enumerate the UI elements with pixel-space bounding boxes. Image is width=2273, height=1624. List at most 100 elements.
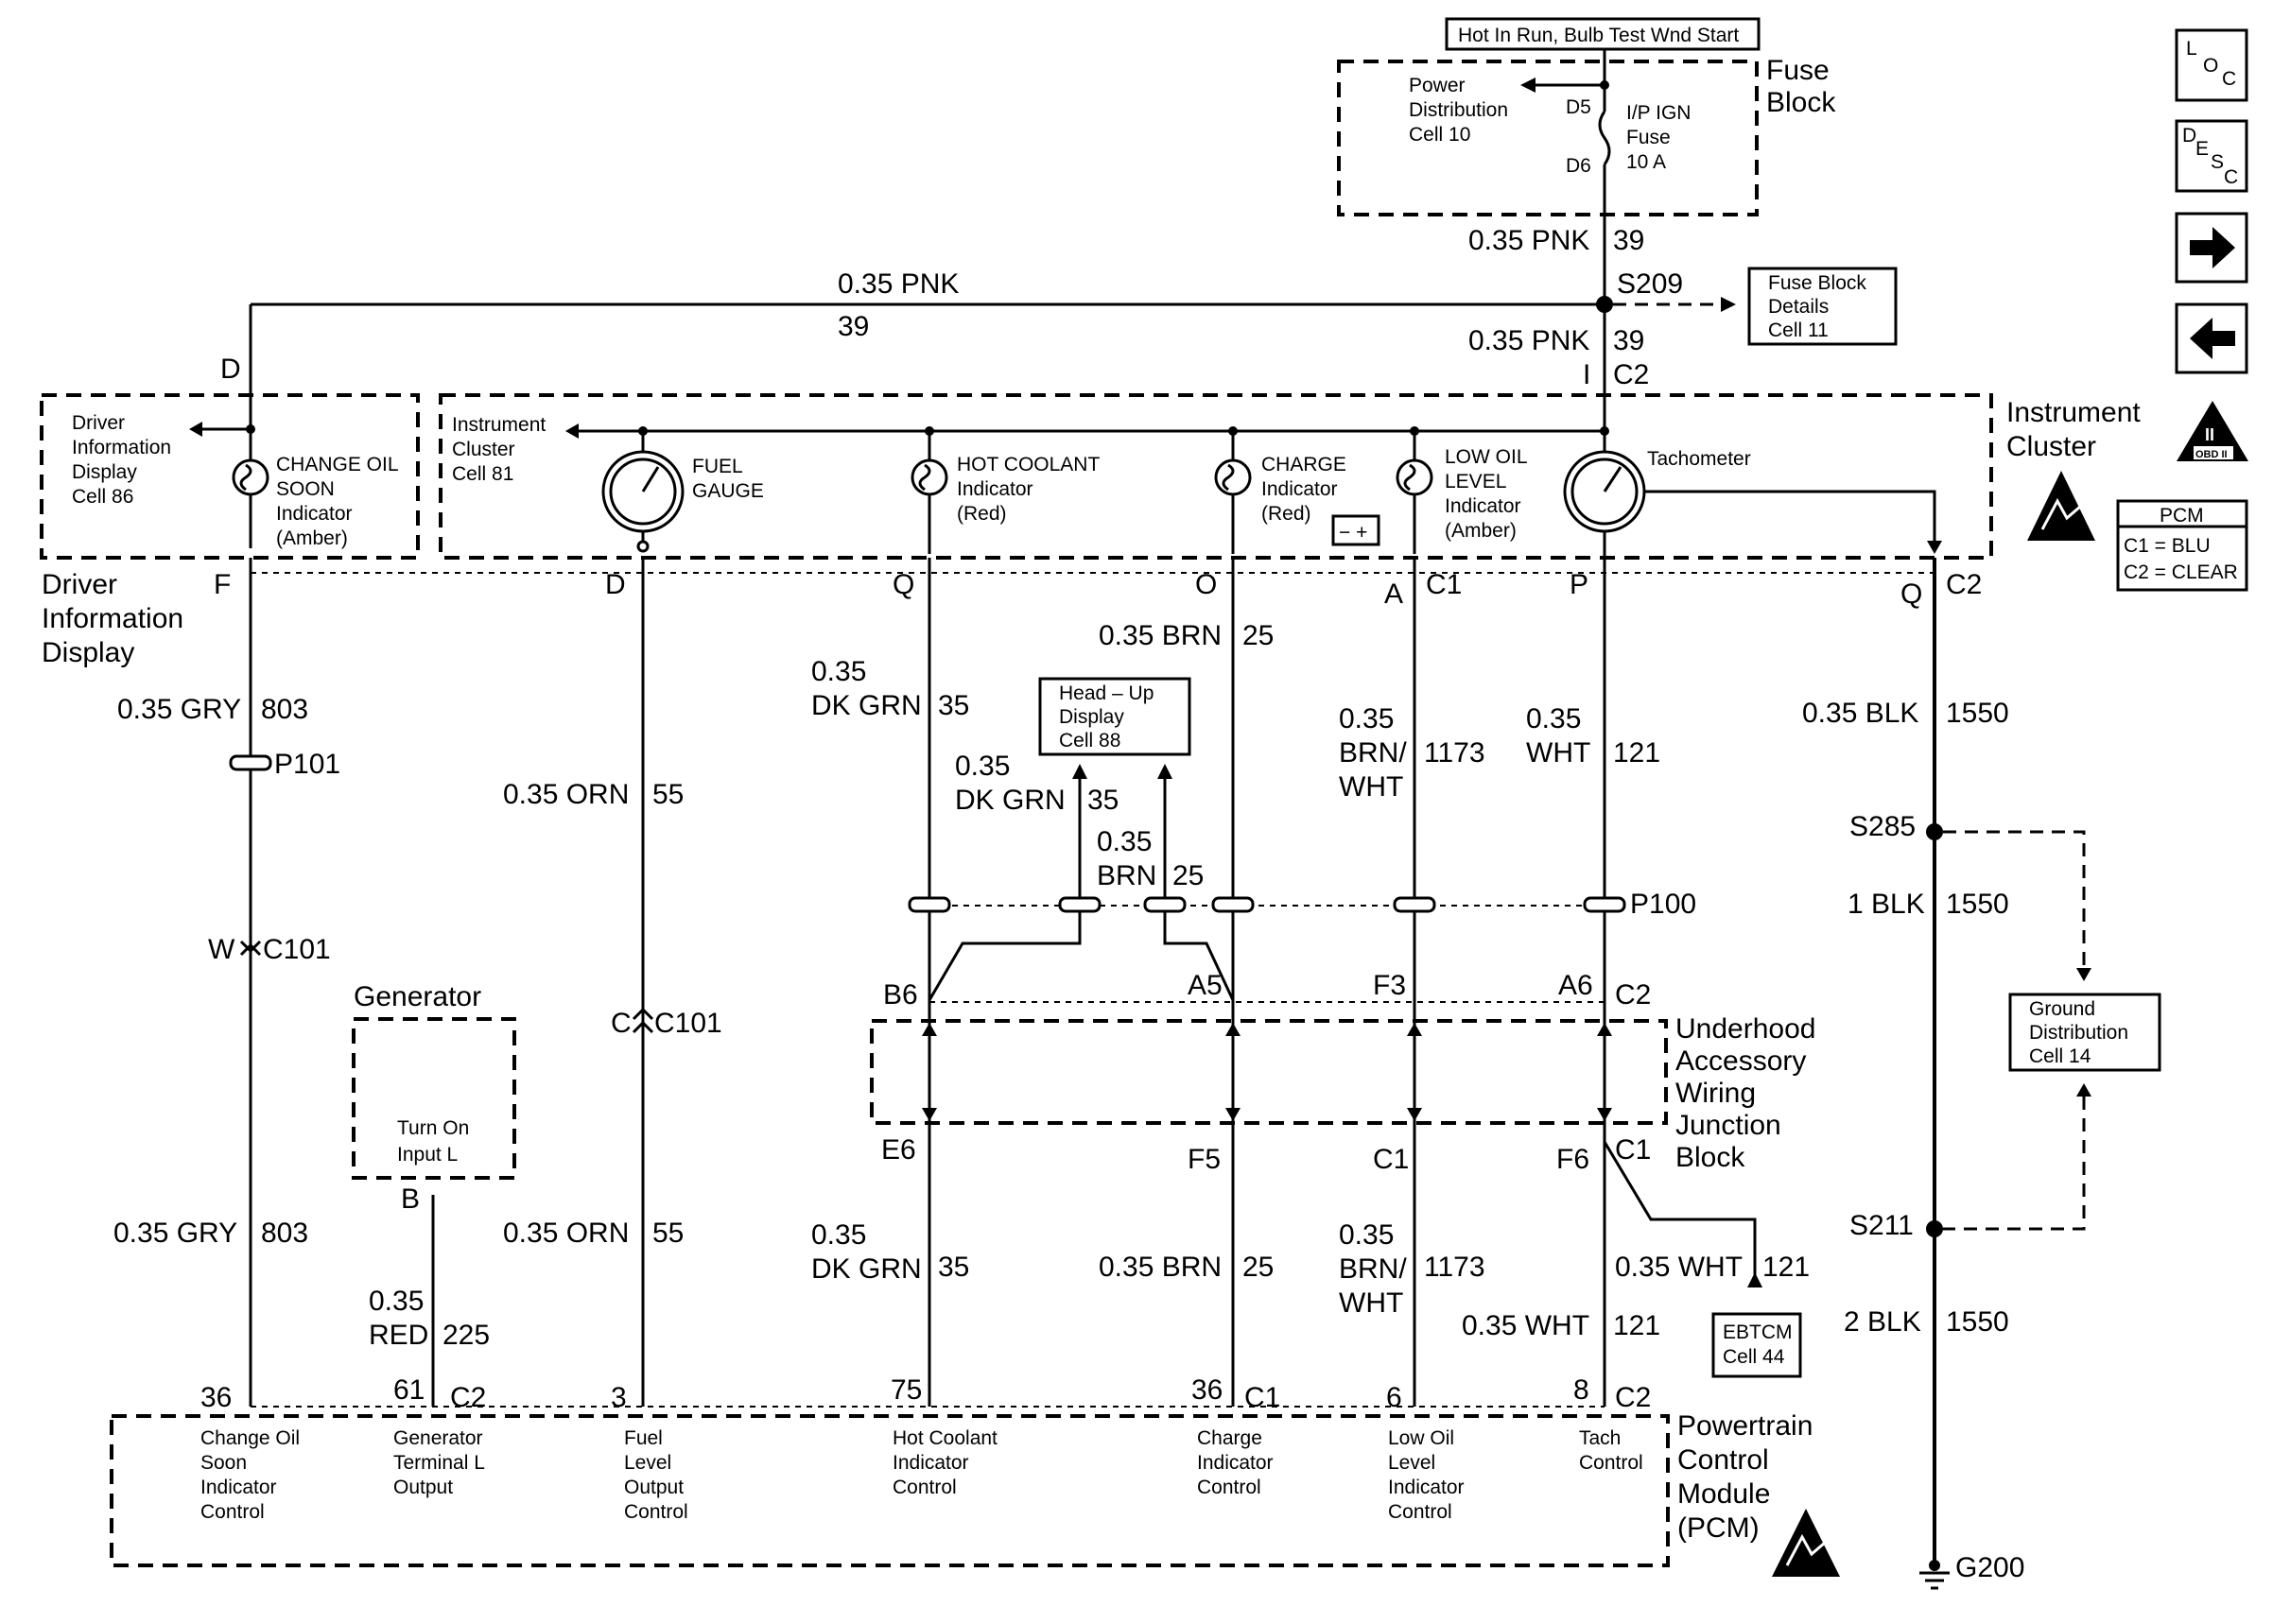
- desc-icon[interactable]: D E S C: [2175, 119, 2248, 193]
- splice-s211-node: [1926, 1220, 1943, 1237]
- p100-c-hud-dkgrn: [1058, 896, 1102, 913]
- tachometer-icon: [1563, 450, 1646, 533]
- pin-b: B: [401, 1183, 420, 1215]
- fuse-block-box: [1337, 60, 1759, 216]
- pcm-pin-8-c2: C2: [1615, 1382, 1651, 1413]
- c2-top-bar: I: [1583, 359, 1590, 390]
- svg-text:C1 = BLU: C1 = BLU: [2124, 535, 2211, 557]
- brn2-num: 25: [1242, 1252, 1274, 1283]
- battery-icon: − +: [1331, 514, 1380, 546]
- pin-a6: A6: [1558, 970, 1593, 1001]
- wht-wire-num: 121: [1613, 737, 1660, 769]
- pcm-box: [110, 1414, 1670, 1567]
- pin-d-top: D: [220, 354, 241, 385]
- brnwht-wire-num: 1173: [1424, 737, 1485, 769]
- c101-connector: [239, 940, 262, 957]
- wht2-num: 121: [1762, 1252, 1810, 1283]
- wht3-num: 121: [1613, 1310, 1660, 1341]
- blk2-num: 1550: [1946, 889, 2009, 920]
- hud-box: [1038, 677, 1191, 756]
- charge-bulb-icon: [1214, 458, 1252, 496]
- splice-s211: S211: [1849, 1210, 1914, 1241]
- junction-block-box: [870, 1019, 1668, 1125]
- pin-f6: F6: [1556, 1144, 1589, 1175]
- svg-text:L: L: [2186, 38, 2197, 60]
- obd-ii-icon: II OBD II: [2177, 401, 2248, 461]
- gry-wire2-num: 803: [261, 1218, 308, 1249]
- c101-orn-c: C: [611, 1008, 632, 1039]
- wire-left-label: 0.35 PNK: [838, 268, 959, 300]
- c2-top: C2: [1613, 359, 1649, 390]
- svg-text:C: C: [2224, 166, 2238, 188]
- svg-text:C2 = CLEAR: C2 = CLEAR: [2124, 561, 2238, 583]
- p100-c-dkgrn: [908, 896, 951, 913]
- hot-in-run-box: [1445, 17, 1761, 51]
- fuel-gauge-icon: [601, 450, 685, 533]
- pcm-pin-61: 61: [393, 1374, 425, 1406]
- p101-label: P101: [274, 749, 340, 780]
- pin-p: P: [1570, 569, 1588, 600]
- orn-wire-label: 0.35 ORN: [503, 779, 629, 810]
- fuse-details-arrow: [1721, 297, 1736, 312]
- tach-ebtcm-wire: [1644, 490, 1936, 543]
- svg-text:C: C: [2222, 68, 2236, 90]
- splice-s209: S209: [1617, 268, 1683, 300]
- wire-mid-num: 39: [1613, 325, 1644, 356]
- blk-wire-num: 1550: [1946, 698, 2009, 729]
- pin-a5: A5: [1188, 970, 1223, 1001]
- hud-branch-brn: [1163, 911, 1235, 1001]
- tach-label: Tachometer: [1647, 448, 1751, 470]
- pin-o: O: [1195, 569, 1217, 600]
- pcm-pin-36b: 36: [1191, 1374, 1223, 1406]
- brn-wire-num: 25: [1242, 620, 1274, 651]
- pcm-pin-75: 75: [891, 1374, 922, 1406]
- fuse-element: [1598, 49, 1611, 304]
- gry-wire2-label: 0.35 GRY: [113, 1218, 237, 1249]
- p100-c-hud-brn: [1143, 896, 1187, 913]
- pcm-esd-warning-icon: [1772, 1509, 1840, 1577]
- svg-text:O: O: [2203, 55, 2218, 77]
- pin-f6-c1: C1: [1615, 1134, 1651, 1166]
- dkgrn-wire-num: 35: [938, 690, 969, 721]
- junction-double-arrows: [922, 1023, 1612, 1121]
- forward-arrow-icon[interactable]: [2175, 212, 2248, 284]
- svg-text:E: E: [2195, 138, 2209, 160]
- loc-icon[interactable]: L O C: [2175, 28, 2248, 102]
- brnwht2-num: 1173: [1424, 1252, 1485, 1283]
- svg-text:− +: − +: [1339, 522, 1367, 544]
- pcm-pin-61-c2: C2: [450, 1382, 486, 1413]
- svg-text:D: D: [2182, 125, 2196, 147]
- pin-d: D: [605, 569, 626, 600]
- esd-warning-icon: [2027, 471, 2095, 541]
- power-dist-arrow: [1520, 78, 1536, 93]
- p100-label: P100: [1630, 889, 1696, 920]
- pcm-pin-36b-c1: C1: [1244, 1382, 1280, 1413]
- pin-q2: Q: [1900, 579, 1922, 610]
- hot-in-run-label: Hot In Run, Bulb Test Wnd Start: [1458, 25, 1739, 46]
- back-arrow-icon[interactable]: [2175, 302, 2248, 374]
- pin-f5: F5: [1188, 1144, 1221, 1175]
- brn-hud-num: 25: [1172, 860, 1204, 891]
